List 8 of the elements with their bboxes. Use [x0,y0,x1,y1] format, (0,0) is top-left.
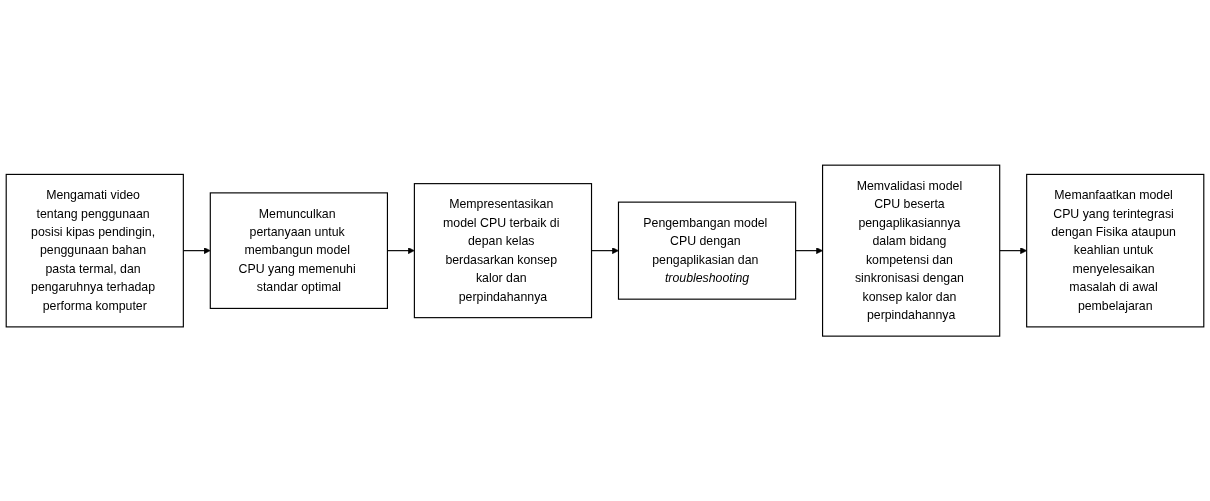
node-box: Memvalidasi model CPU beserta pengaplikasiannya dalam bidang kompetensi dan sinkronisasi dengan konsep kalor dan perpindahannya [822,164,1001,337]
arrow [795,247,823,254]
node-box: Memunculkan pertanyaan untuk membangun model CPU yang memenuhi standar optimal [209,192,388,309]
arrow [999,247,1027,254]
node-box: Pengembangan model CPU dengan pengaplikasian dan troubleshooting [617,201,797,300]
node-box: Mempresentasikan model CPU terbaik di depan kelas berdasarkan konsep kalor dan perpindahannya [413,182,593,319]
node-box: Mengamati video tentang penggunaan posisi kipas pendingin, penggunaan bahan pasta termal, dan pengaruhnya terhadap performa komputer [5,173,184,328]
node-box: Memanfaatkan model CPU yang terintegrasi dengan Fisika ataupun keahlian untuk menyelesaikan masalah di awal pembelajaran [1026,173,1205,328]
